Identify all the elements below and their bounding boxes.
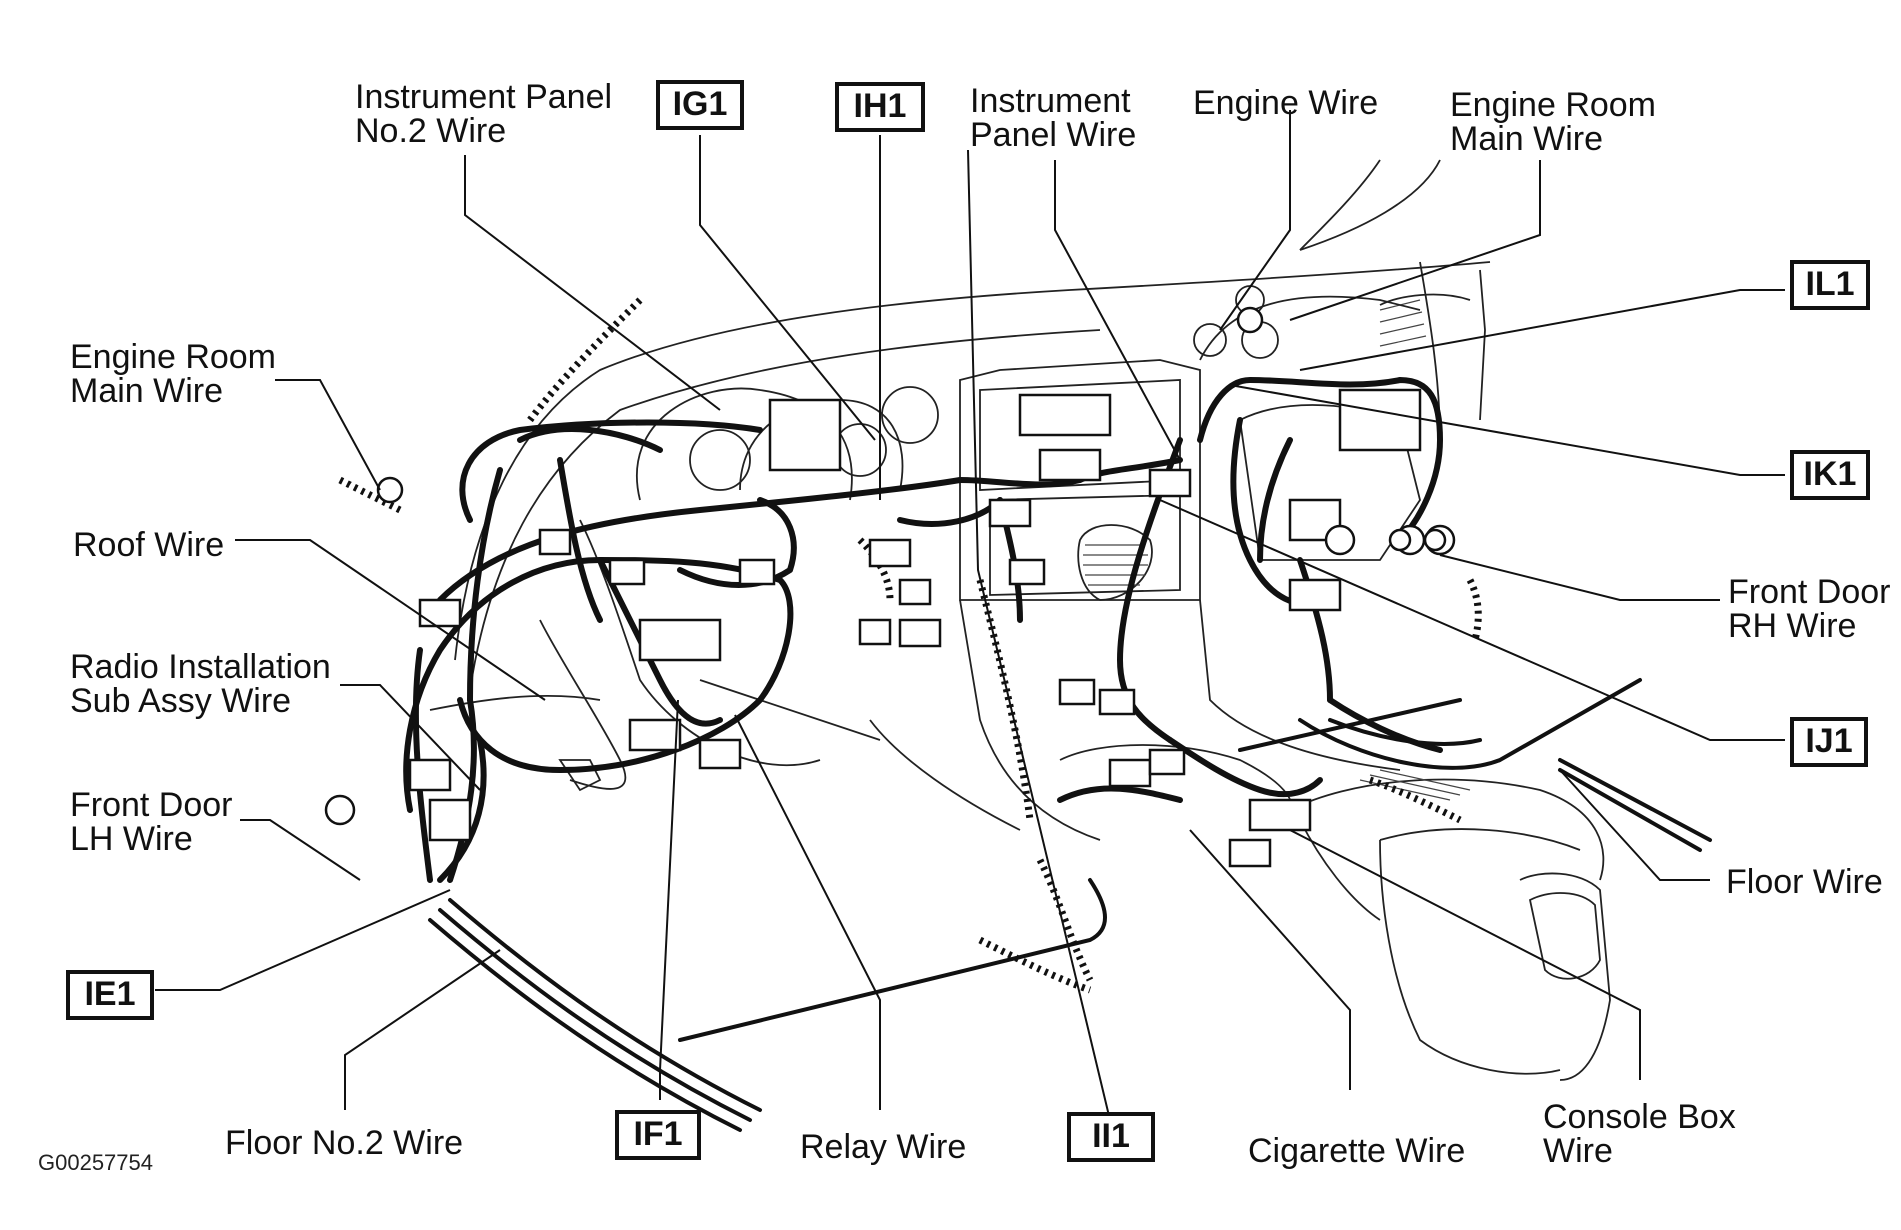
label-relay-wire: Relay Wire — [800, 1128, 967, 1166]
label-console-box-wire: Console Box Wire — [1543, 1098, 1736, 1170]
label-engine-wire: Engine Wire — [1193, 84, 1379, 122]
label-radio-installation-sub-assy-wire: Radio Installation Sub Assy Wire — [70, 648, 331, 720]
label-instrument-panel-no2-wire: Instrument Panel No.2 Wire — [355, 78, 613, 150]
label-front-door-rh-wire: Front Door RH Wire — [1728, 573, 1891, 645]
label-instrument-panel-wire: Instrument Panel Wire — [970, 82, 1137, 154]
dashboard-outline — [429, 159, 1611, 1081]
junction-code-ig1: IG1 — [656, 80, 744, 130]
label-floor-wire: Floor Wire — [1726, 863, 1883, 901]
label-roof-wire: Roof Wire — [73, 526, 225, 564]
junction-code-ii1: II1 — [1067, 1112, 1155, 1162]
label-engine-room-main-wire-left: Engine Room Main Wire — [70, 338, 277, 410]
junction-code-ie1: IE1 — [66, 970, 154, 1020]
junction-code-il1: IL1 — [1790, 260, 1870, 310]
wire-harnesses — [403, 377, 1712, 1132]
junction-code-ih1: IH1 — [835, 82, 925, 132]
junction-code-if1: IF1 — [615, 1110, 701, 1160]
label-cigarette-wire: Cigarette Wire — [1248, 1132, 1466, 1170]
figure-id: G00257754 — [38, 1150, 153, 1175]
taped-wire-sections — [338, 297, 1482, 994]
junction-code-ij1: IJ1 — [1790, 717, 1868, 767]
connectors — [324, 306, 1456, 868]
leader-lines — [155, 110, 1785, 1121]
label-engine-room-main-wire-right: Engine Room Main Wire — [1450, 86, 1657, 158]
junction-code-ik1: IK1 — [1790, 450, 1870, 500]
label-front-door-lh-wire: Front Door LH Wire — [70, 786, 233, 858]
label-floor-no2-wire: Floor No.2 Wire — [225, 1124, 464, 1162]
